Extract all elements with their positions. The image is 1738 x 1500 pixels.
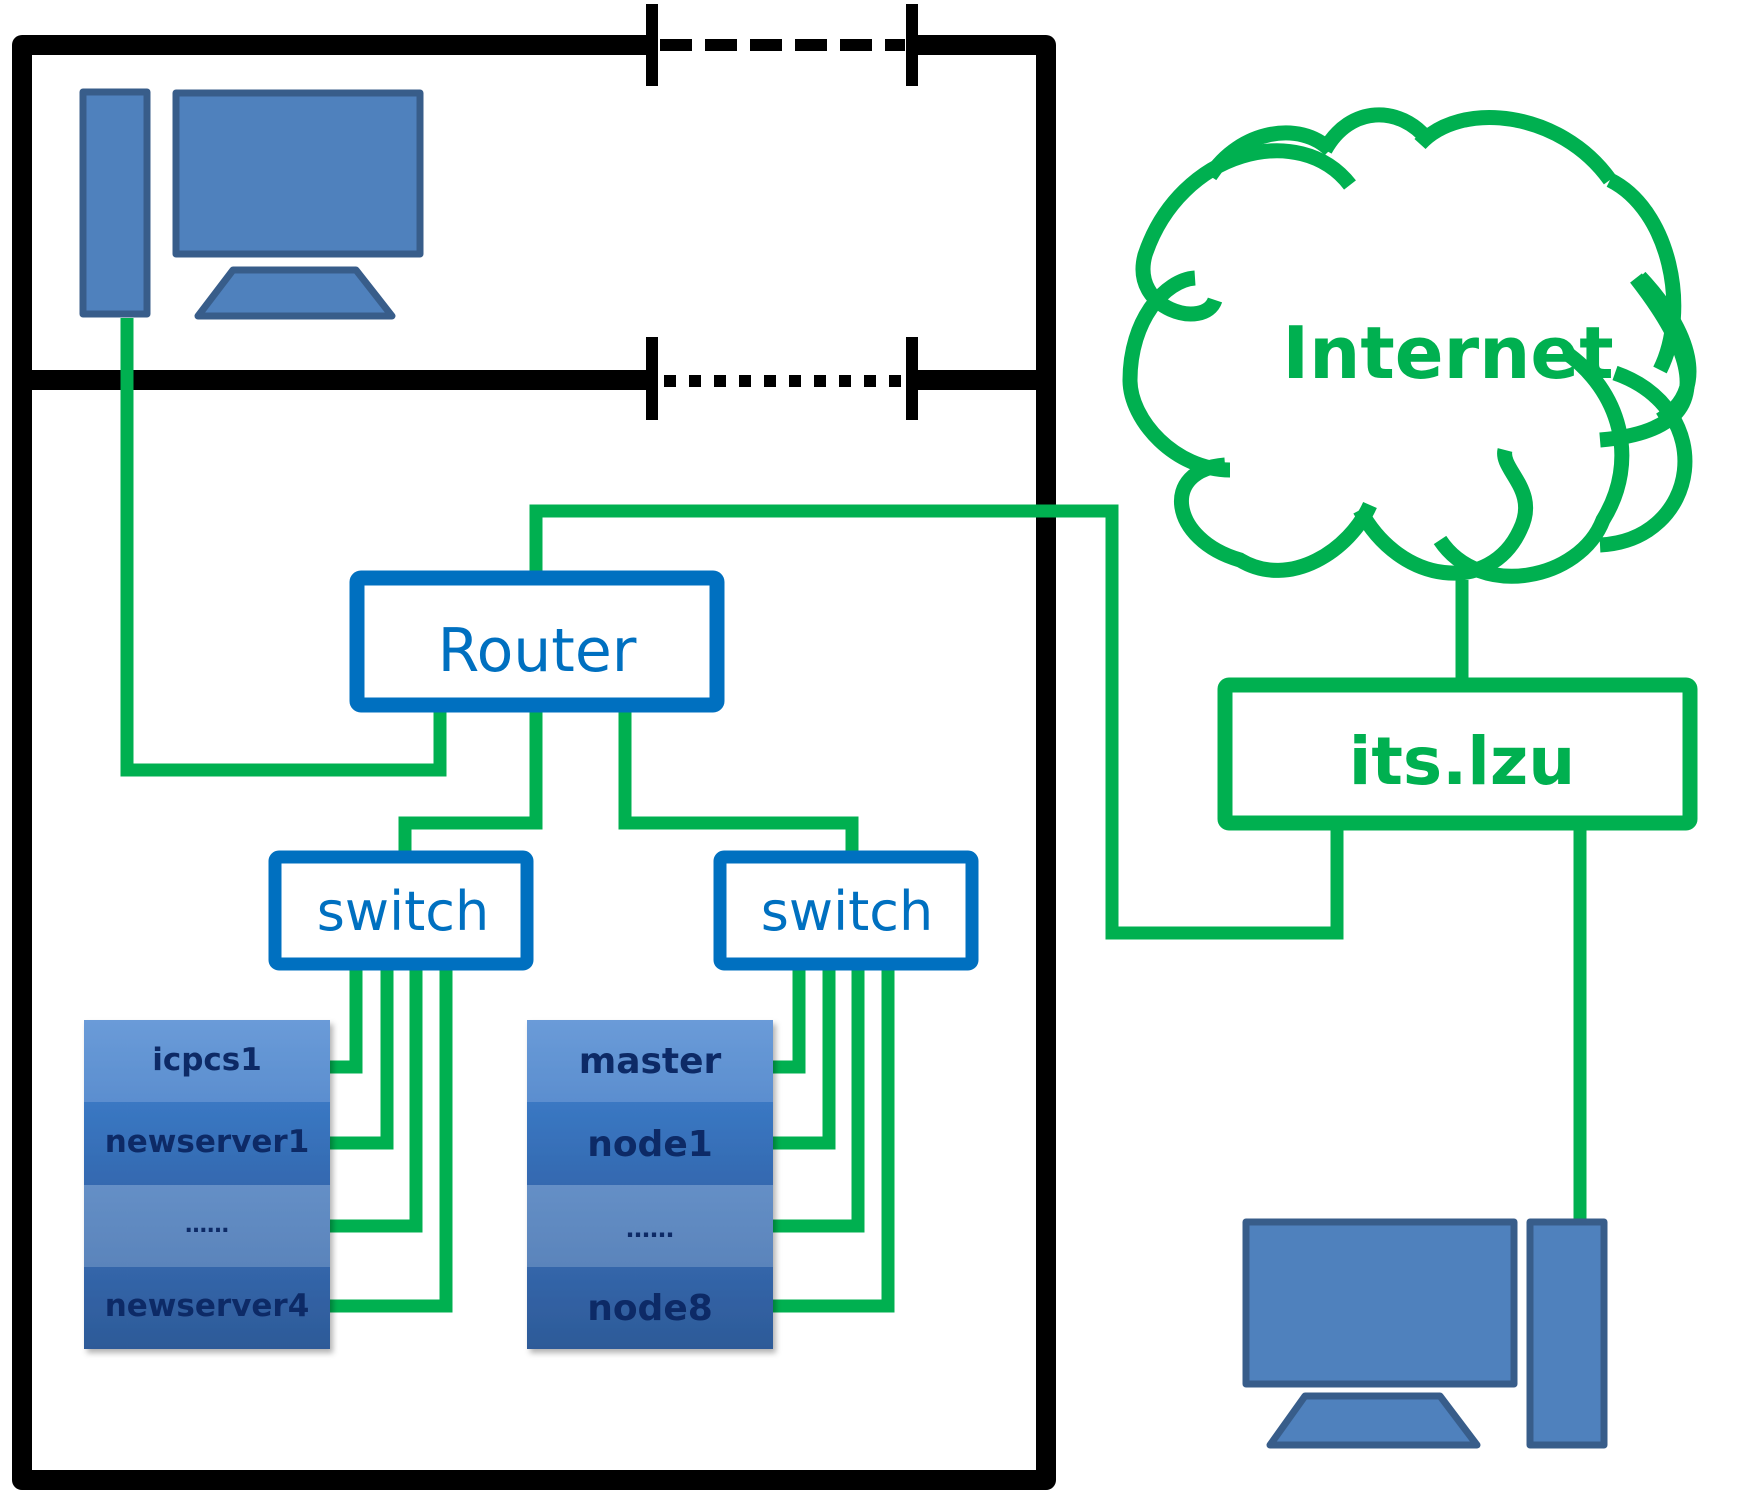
- desktop-computer-icon: [79, 88, 424, 320]
- wire-workstation-router: [120, 318, 447, 777]
- pc-stand: [194, 266, 396, 320]
- server-stack-2-labels: master node1 …… node8: [579, 1041, 722, 1329]
- server-row: [84, 1020, 330, 1102]
- server-label: newserver4: [105, 1288, 310, 1324]
- wire-switch1-row1: [330, 965, 363, 1074]
- switch-1-label: switch: [317, 880, 489, 943]
- cloud-icon: [1122, 107, 1697, 584]
- server-label: ……: [185, 1213, 229, 1238]
- server-row: [527, 1267, 773, 1349]
- server-label: ……: [626, 1215, 674, 1243]
- pc-monitor: [1242, 1218, 1518, 1388]
- gateway-label: its.lzu: [1349, 723, 1576, 800]
- server-label: master: [579, 1041, 722, 1082]
- network-wires: [120, 318, 1587, 1313]
- server-row: [84, 1267, 330, 1349]
- wall-gap-bottom: [646, 337, 918, 420]
- server-label: node8: [587, 1288, 713, 1329]
- server-label: newserver1: [105, 1124, 310, 1160]
- wire-router-switch1: [398, 710, 543, 855]
- gateway-node: its.lzu: [1217, 677, 1698, 831]
- wire-router-switch2: [618, 710, 859, 855]
- server-row: [84, 1185, 330, 1267]
- pc-tower: [79, 88, 151, 318]
- switch-2-label: switch: [761, 880, 933, 943]
- internet-label: Internet: [1282, 311, 1613, 395]
- desktop-computer-icon: [1242, 1218, 1608, 1449]
- wire-switch1-row4: [330, 965, 453, 1313]
- switch-node-2: switch: [713, 850, 979, 971]
- pc-monitor: [172, 89, 424, 258]
- server-stack-2: [527, 1020, 773, 1349]
- server-stack-1-labels: icpcs1 newserver1 …… newserver4: [105, 1042, 310, 1324]
- server-row: [527, 1185, 773, 1267]
- wire-switch1-row3: [330, 965, 423, 1233]
- server-label: node1: [587, 1124, 713, 1165]
- router-label: Router: [438, 616, 637, 686]
- wire-switch2-row3: [773, 965, 865, 1233]
- server-row: [84, 1102, 330, 1185]
- server-row: [527, 1020, 773, 1102]
- wire-switch2-row1: [773, 965, 806, 1074]
- wire-switch2-row2: [773, 965, 836, 1150]
- switch-node-1: switch: [268, 850, 534, 971]
- server-label: icpcs1: [152, 1042, 262, 1078]
- pc-stand: [1266, 1392, 1481, 1449]
- wall-gap-top: [646, 4, 918, 86]
- server-row: [527, 1102, 773, 1185]
- wire-router-gateway: [529, 504, 1344, 940]
- wire-switch2-row4: [773, 965, 895, 1313]
- pc-tower: [1526, 1218, 1608, 1449]
- frame-outer: [12, 35, 1056, 1490]
- wire-switch1-row2: [330, 965, 394, 1150]
- server-stack-1: [84, 1020, 330, 1349]
- router-node: Router: [349, 570, 725, 713]
